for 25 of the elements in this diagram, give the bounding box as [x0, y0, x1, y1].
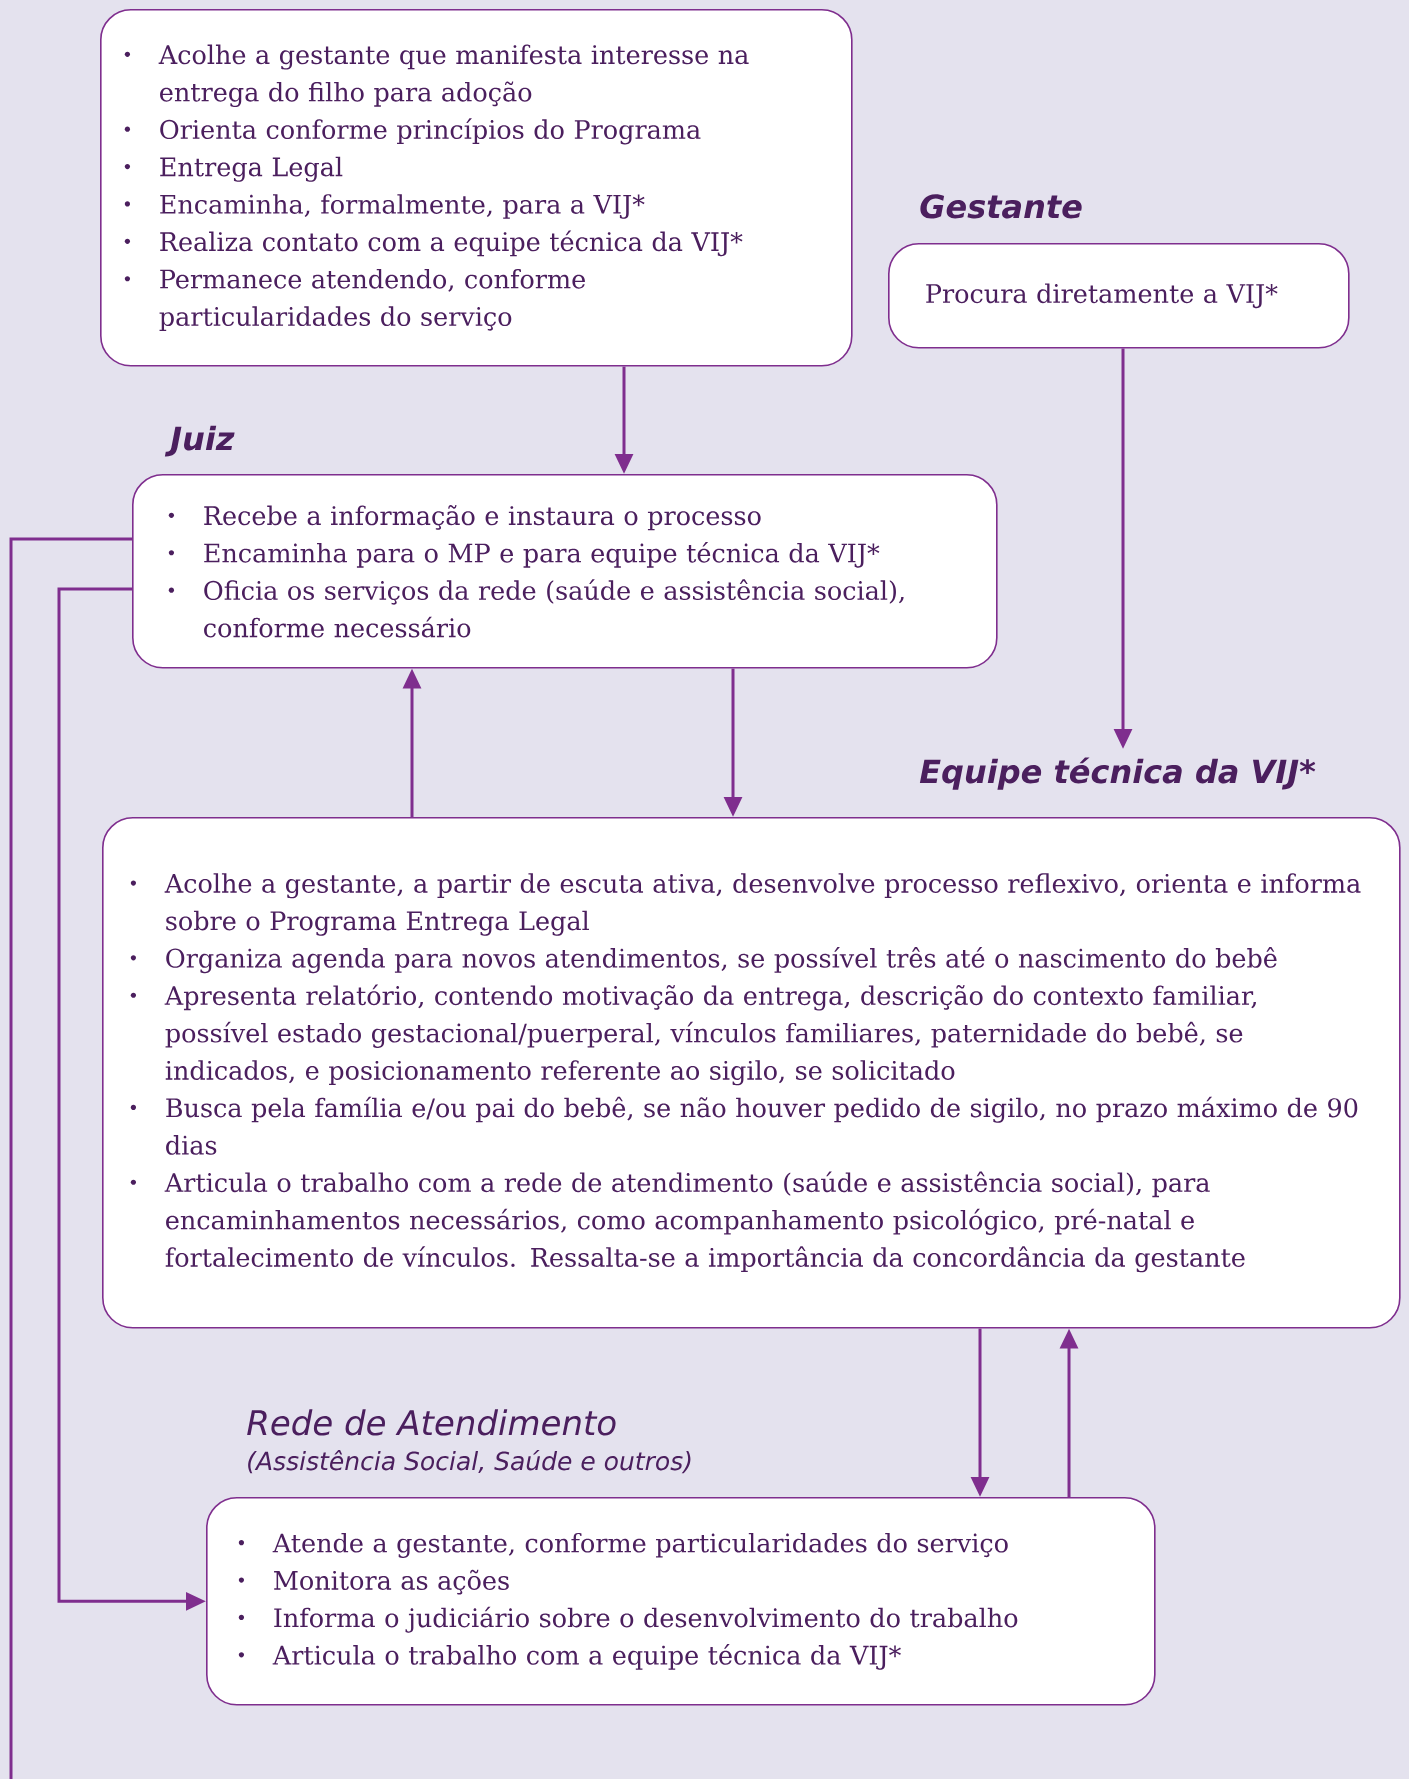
- bullet-item: Encaminha, formalmente, para a VIJ*: [124, 194, 645, 219]
- box-text: Procura diretamente a VIJ*: [926, 283, 1278, 309]
- bullet-item: Encaminha para o MP e para equipe técnica da VIJ*: [168, 541, 880, 568]
- bullet-item: Articula o trabalho com a rede de atendimento (saúde e assistência social), para encaminhamentos necessários, como acompanhamento psicológico, pré-natal e fortalecimento de vínculos. Ressalta-se a importância da concordância da gestante: [130, 1171, 1245, 1273]
- bullet-item: Realiza contato com a equipe técnica da VIJ*: [124, 230, 743, 257]
- bullet-item: Organiza agenda para novos atendimentos, se possível três até o nascimento do bebê: [130, 947, 1277, 974]
- text-box: [100, 9, 853, 367]
- bullet-item: Acolhe a gestante que manifesta interesse na entrega do filho para adoção: [124, 44, 749, 107]
- heading: Equipe técnica da VIJ*: [919, 757, 1316, 790]
- bullet-item: Recebe a informação e instaura o processo: [168, 505, 761, 531]
- heading: Gestante: [920, 194, 1082, 219]
- heading: Juiz: [164, 425, 235, 457]
- bullet-item: Atende a gestante, conforme particularidades do serviço: [238, 1532, 1008, 1558]
- heading: Rede de Atendimento: [247, 1409, 616, 1436]
- bullet-item: Acolhe a gestante, a partir de escuta ativa, desenvolve processo reflexivo, orienta e informa sobre o Programa Entrega Legal: [130, 873, 1361, 936]
- bullet-item: Informa o judiciário sobre o desenvolvimento do trabalho: [238, 1606, 1018, 1633]
- bullet-item: Monitora as ações: [238, 1569, 509, 1595]
- subheading: (Assistência Social, Saúde e outros): [248, 1450, 691, 1474]
- bullet-item: Apresenta relatório, contendo motivação da entrega, descrição do contexto familiar, possível estado gestacional/puerperal, vínculos familiares, paternidade do bebê, se indicados, e posicionamento referente ao sigilo, se solicitado: [130, 984, 1256, 1086]
- bullet-item: Busca pela família e/ou pai do bebê, se não houver pedido de sigilo, no prazo máximo de 90 dias: [130, 1096, 1358, 1155]
- bullet-item: Permanece atendendo, conforme particularidades do serviço: [124, 268, 585, 332]
- bullet-item: Orienta conforme princípios do Programa: [124, 118, 701, 145]
- bullet-item: Entrega Legal: [124, 156, 343, 182]
- bullet-item: Articula o trabalho com a equipe técnica da VIJ*: [238, 1644, 901, 1670]
- bullet-item: Oficia os serviços da rede (saúde e assistência social), conforme necessário: [168, 579, 904, 638]
